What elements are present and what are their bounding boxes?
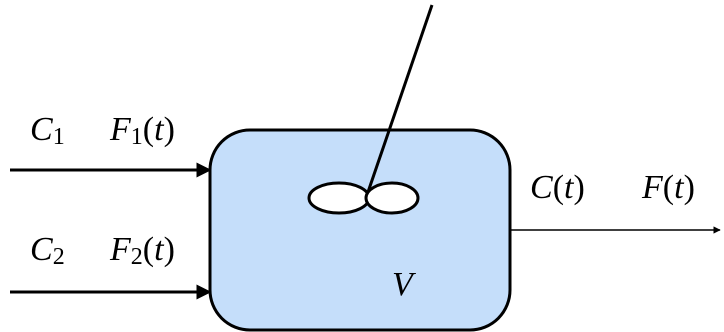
inlet-1-flow-arg: t [154, 111, 165, 148]
outlet-conc-close: ) [573, 169, 584, 206]
inlet-2-flow-arg: t [154, 231, 165, 268]
outlet-flow-arg: t [674, 169, 685, 206]
inlet-2-flow-var: F [109, 231, 132, 268]
inlet-2-conc-sub: 2 [53, 244, 65, 270]
outlet-flow-var: F [641, 169, 664, 206]
stirrer-shaft [365, 4, 434, 196]
outlet-flow-label: F(t) [641, 169, 695, 206]
inlet-1-conc-var: C [30, 111, 53, 148]
inlet-1-flow-open: ( [143, 111, 154, 148]
outlet-conc-arg: t [564, 169, 575, 206]
inlet-2-concentration-label: C2 [30, 231, 65, 270]
inlet-2-flow-open: ( [143, 231, 154, 268]
tank-body [208, 128, 512, 332]
inlet-1-concentration-label: C1 [30, 111, 65, 150]
inlet-1-flow-sub: 1 [131, 124, 143, 150]
stirrer-impeller-icon [307, 181, 420, 215]
inlet-2-flow-label: F2(t) [109, 231, 175, 270]
inlet-2-flow-close: ) [164, 231, 175, 268]
outlet-conc-var: C [530, 169, 553, 206]
outlet-concentration-label: C(t) [530, 169, 585, 206]
inlet-1-flow-label: F1(t) [109, 111, 175, 150]
inlet-2-conc-var: C [30, 231, 53, 268]
outlet-flow-close: ) [684, 169, 695, 206]
inlet-2-flow-sub: 2 [131, 244, 143, 270]
inlet-1-flow-close: ) [164, 111, 175, 148]
outlet-flow-open: ( [663, 169, 674, 206]
inlet-1-conc-sub: 1 [53, 124, 65, 150]
outlet-conc-open: ( [553, 169, 564, 206]
inlet-1-flow-var: F [109, 111, 132, 148]
